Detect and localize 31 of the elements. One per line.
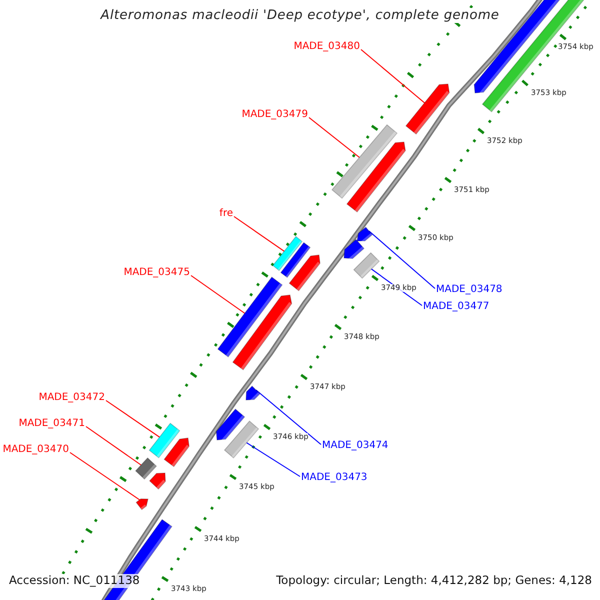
gene-label: MADE_03479 [242,110,308,120]
gene-feature [136,498,148,510]
gene-label: fre [219,209,233,219]
genome-info-text: Topology: circular; Length: 4,412,282 bp; Genes: 4,128 [274,574,594,588]
gene-label: MADE_03470 [2,445,69,455]
gene-feature [353,252,380,279]
gene-feature [224,420,260,458]
leader-line [86,426,142,466]
accession-text: Accession: NC_011138 [7,574,142,588]
gene-feature [135,457,157,480]
leader-line [246,442,300,477]
gene-label: MADE_03473 [301,473,368,483]
gene-label: MADE_03475 [124,268,190,278]
leader-line [70,452,140,500]
leader-line [360,49,426,104]
leader-line [234,216,285,252]
leader-line [308,117,360,158]
gene-feature [331,124,398,199]
gene-label: MADE_03472 [38,393,105,403]
leader-line [190,275,246,314]
leader-line [368,230,436,289]
gene-feature [272,236,303,272]
gene-label: MADE_03471 [18,419,85,429]
gene-label: MADE_03474 [322,441,388,451]
gene-feature [148,422,180,458]
gene-feature [217,276,283,358]
gene-label: MADE_03477 [423,302,490,312]
gene-feature [405,84,450,135]
gene-label: MADE_03480 [294,42,360,52]
leader-line [106,400,160,438]
gene-label: MADE_03478 [436,285,502,295]
